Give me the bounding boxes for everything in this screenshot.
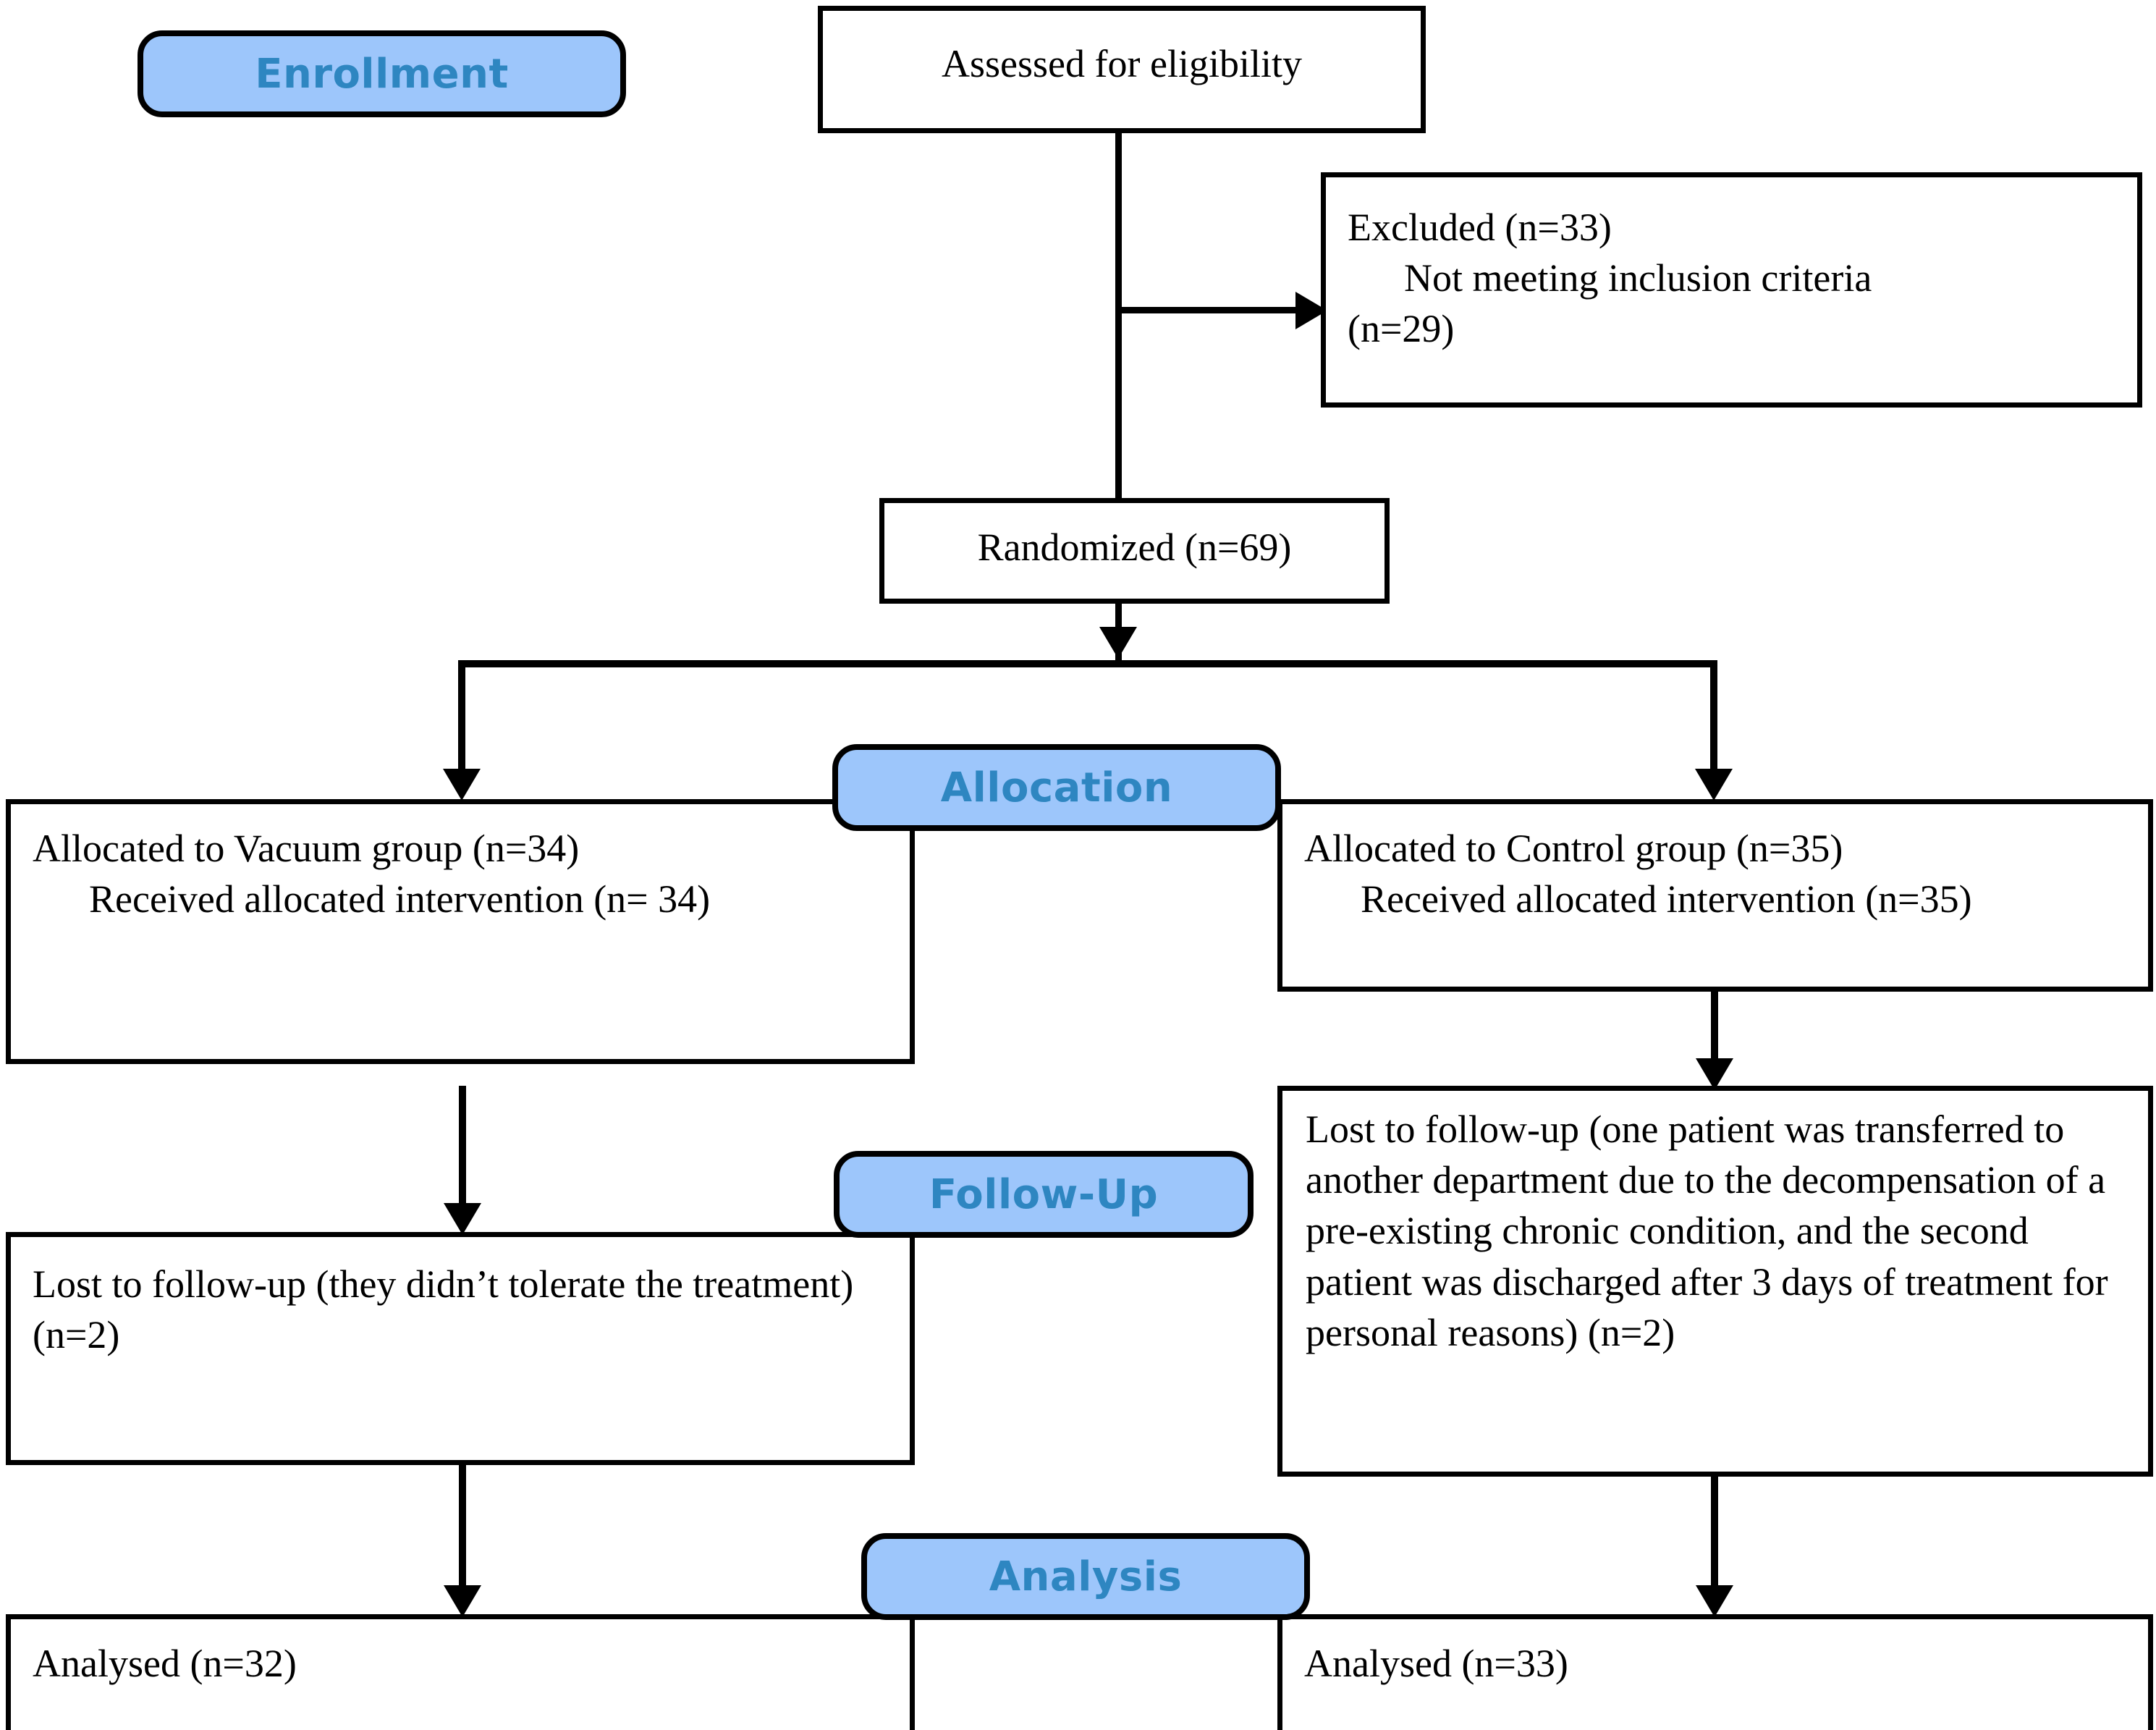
followup-left-line-1: Lost to follow-up (they didn’t tolerate … [33,1262,863,1357]
alloc-left-line-1: Allocated to Vacuum group (n=34) [33,827,580,870]
followup-right-line-1: Lost to follow-up (one patient was trans… [1306,1107,2118,1354]
split-bar-allocation [458,660,1717,667]
box-allocated-vacuum: Allocated to Vacuum group (n=34) Receive… [6,799,915,1064]
stage-label-followup: Follow-Up [834,1151,1254,1238]
connector-control-followup-to-analysis [1711,1477,1718,1591]
stage-label-enrollment-text: Enrollment [255,50,509,98]
box-assessed-for-eligibility: Assessed for eligibility [818,6,1426,133]
box-analysed-control: Analysed (n=33) [1277,1614,2153,1730]
box-analysed-vacuum: Analysed (n=32) [6,1614,915,1730]
arrowhead-control-followup [1696,1058,1733,1090]
alloc-right-line-1: Allocated to Control group (n=35) [1304,827,1843,870]
stage-label-analysis-text: Analysis [989,1553,1183,1600]
alloc-right-line-2: Received allocated intervention (n=35) [1361,877,1972,921]
connector-assessed-to-randomized [1115,127,1122,518]
stage-label-allocation: Allocation [832,744,1281,831]
connector-split-to-control [1710,660,1717,769]
arrowhead-vacuum-analysis [444,1585,481,1617]
analysed-left-line-1: Analysed (n=32) [33,1642,297,1685]
arrowhead-to-control-allocation [1695,769,1733,801]
connector-to-excluded [1115,307,1311,313]
excluded-line-3: (n=29) [1348,307,1455,351]
box-lost-followup-control: Lost to follow-up (one patient was trans… [1277,1086,2153,1477]
box-lost-followup-vacuum: Lost to follow-up (they didn’t tolerate … [6,1232,915,1465]
assessed-line-1: Assessed for eligibility [942,42,1302,85]
excluded-line-2: Not meeting inclusion criteria [1404,256,1872,300]
arrowhead-to-vacuum-allocation [443,769,481,801]
stage-label-enrollment: Enrollment [138,30,626,117]
stage-label-followup-text: Follow-Up [929,1170,1159,1218]
connector-control-alloc-to-followup [1711,966,1718,1064]
arrowhead-control-analysis [1696,1585,1733,1617]
alloc-left-line-2: Received allocated intervention (n= 34) [89,877,711,921]
box-allocated-control: Allocated to Control group (n=35) Receiv… [1277,799,2153,992]
randomized-line-1: Randomized (n=69) [977,526,1292,569]
stage-label-allocation-text: Allocation [940,764,1173,811]
excluded-line-1: Excluded (n=33) [1348,206,1612,249]
connector-split-to-vacuum [458,660,465,769]
analysed-right-line-1: Analysed (n=33) [1304,1642,1568,1685]
arrowhead-vacuum-followup [444,1203,481,1235]
box-excluded: Excluded (n=33) Not meeting inclusion cr… [1321,172,2142,408]
stage-label-analysis: Analysis [861,1533,1310,1620]
connector-vacuum-followup-to-analysis [459,1464,466,1590]
box-randomized: Randomized (n=69) [879,498,1390,604]
arrowhead-randomized-down [1099,627,1137,659]
connector-vacuum-alloc-to-followup [459,1086,466,1209]
